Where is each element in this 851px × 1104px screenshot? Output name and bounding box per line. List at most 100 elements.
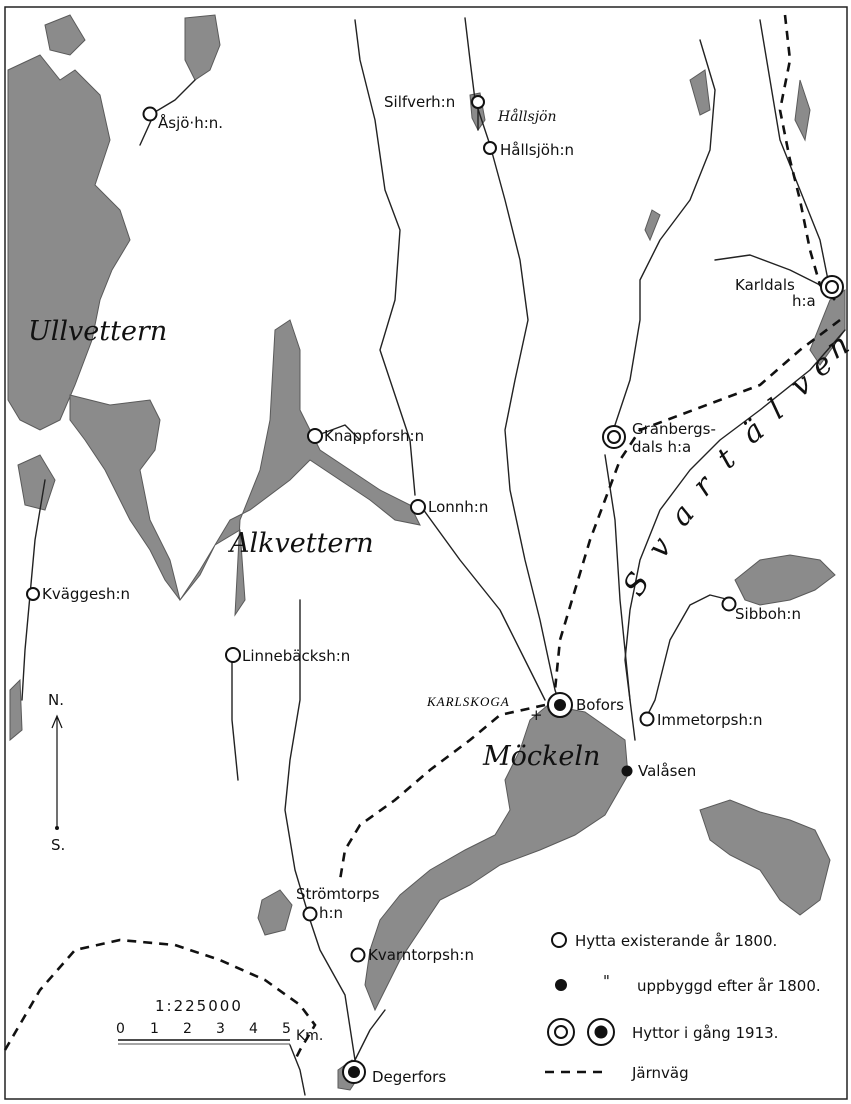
railway-karlskoga-west — [338, 703, 546, 881]
marker-karldals-inner — [825, 280, 839, 294]
stream-north-central — [354, 19, 416, 496]
scale-tick-4: 4 — [249, 1021, 258, 1037]
stream-degerfors-out — [354, 1009, 386, 1061]
label-immetorp: Immetorpsh:n — [657, 711, 763, 729]
lake-stromtorp — [257, 889, 293, 936]
legend-symbol-built-after — [555, 979, 567, 991]
lake-karldals — [794, 79, 811, 142]
label-kvaggesh: Kväggesh:n — [42, 585, 130, 603]
stream-sibbo — [644, 594, 731, 721]
water-bodies — [7, 14, 846, 1091]
railway — [3, 14, 841, 1061]
stream-lonn-karlskoga — [419, 504, 546, 701]
lake-mockeln — [364, 704, 629, 1012]
scale-bar: 1:225000 0 1 2 3 4 5 Km. — [116, 997, 323, 1045]
scale-tick-5: 5 — [282, 1021, 291, 1037]
karlskoga-marker: + — [530, 706, 543, 724]
legend-symbol-operation-dot-inner — [594, 1025, 608, 1039]
stream-linneback — [231, 654, 239, 781]
lake-ulvettern-nw — [184, 14, 221, 81]
label-silfverh: Silfverh:n — [384, 93, 455, 111]
label-knappfors: Knappforsh:n — [324, 427, 424, 445]
lake-east-strip — [689, 69, 711, 116]
lake-ulvettern — [7, 54, 131, 431]
marker-kvaggesh — [26, 587, 40, 601]
lake-name-mockeln: Möckeln — [482, 741, 600, 772]
label-degerfors: Degerfors — [372, 1068, 446, 1086]
stream-asjo — [139, 79, 196, 146]
marker-linneback — [225, 647, 241, 663]
label-sibbo: Sibboh:n — [735, 605, 801, 623]
river-letter: ä — [735, 413, 771, 452]
site-labels: Åsjö·h:n. Silfverh:n Hållsjöh:n Karldals… — [42, 93, 816, 1086]
label-granbergs: Granbergs- — [632, 420, 716, 438]
lake-alkvettern — [69, 319, 421, 617]
marker-degerfors-inner — [348, 1066, 360, 1078]
legend-ditto: " — [603, 972, 610, 990]
marker-kvarntorp — [350, 947, 366, 963]
scale-unit: Km. — [296, 1028, 323, 1044]
label-lonn: Lonnh:n — [428, 498, 488, 516]
label-karldals-2: h:a — [792, 292, 816, 310]
legend-in-operation: Hyttor i gång 1913. — [632, 1024, 778, 1042]
marker-hallsjoh — [483, 141, 497, 155]
stream-karldals-west — [714, 254, 821, 286]
legend-railway: Järnväg — [631, 1064, 689, 1082]
stream-immetorp — [604, 454, 631, 701]
marker-bofors-inner — [554, 699, 566, 711]
marker-knappfors — [307, 428, 323, 444]
scale-tick-1: 1 — [150, 1021, 159, 1037]
site-markers — [26, 95, 844, 1084]
stream-knappfors — [317, 424, 361, 441]
river-letter: v — [641, 531, 679, 565]
scale-tick-2: 2 — [183, 1021, 192, 1037]
scale-ratio: 1:225000 — [155, 997, 243, 1015]
marker-asjo — [142, 106, 158, 122]
place-names: Ullvettern Alkvettern Möckeln Hållsjön K… — [28, 108, 600, 772]
marker-immetorp — [639, 711, 655, 727]
lake-name-ulvettern: Ullvettern — [28, 316, 167, 347]
legend: Hytta existerande år 1800. " uppbyggd ef… — [545, 932, 821, 1082]
lake-valasen-south — [699, 799, 831, 916]
label-valasen: Valåsen — [638, 762, 696, 780]
map-frame — [4, 6, 848, 1100]
marker-granbergs-inner — [607, 430, 621, 444]
scale-tick-0: 0 — [116, 1021, 125, 1037]
label-hallsjoh: Hållsjöh:n — [500, 141, 574, 159]
stream-karldals-east — [759, 19, 831, 291]
marker-lonn — [410, 499, 426, 515]
river-letter: t — [711, 441, 743, 476]
lake-ulvettern-north — [44, 14, 86, 56]
legend-symbol-hytta — [551, 932, 567, 948]
stream-sw — [289, 1044, 306, 1096]
compass-south: S. — [51, 836, 65, 854]
label-karldals: Karldals — [735, 276, 795, 294]
legend-hytta-1800: Hytta existerande år 1800. — [575, 932, 777, 950]
marker-silfverh — [471, 95, 485, 109]
river-letter: v — [785, 366, 819, 404]
town-karlskoga: KARLSKOGA — [426, 694, 510, 709]
legend-symbol-operation-ring-inner — [554, 1025, 568, 1039]
marker-stromtorp — [302, 906, 318, 922]
lake-alkvettern-w — [17, 454, 56, 511]
lake-sw-small — [9, 678, 23, 742]
railway-south — [3, 938, 317, 1061]
label-bofors: Bofors — [576, 696, 624, 714]
lake-name-alkvettern: Alkvettern — [227, 528, 374, 559]
north-arrow-icon — [51, 714, 63, 729]
stream-granbergs — [609, 39, 716, 441]
river-letter: r — [686, 468, 722, 504]
lake-sibbo — [734, 554, 836, 606]
river-letter: a — [663, 497, 701, 533]
lake-name-hallsjon: Hållsjön — [497, 108, 556, 125]
marker-sibbo — [721, 596, 737, 612]
label-asjo: Åsjö·h:n. — [158, 113, 223, 132]
railway-north — [778, 14, 836, 301]
label-granbergs-2: dals h:a — [632, 438, 691, 456]
compass-south-tick — [55, 826, 59, 830]
label-kvarntorp: Kvarntorpsh:n — [368, 946, 474, 964]
compass: N. S. — [48, 691, 65, 854]
label-linneback: Linnebäcksh:n — [242, 647, 350, 665]
